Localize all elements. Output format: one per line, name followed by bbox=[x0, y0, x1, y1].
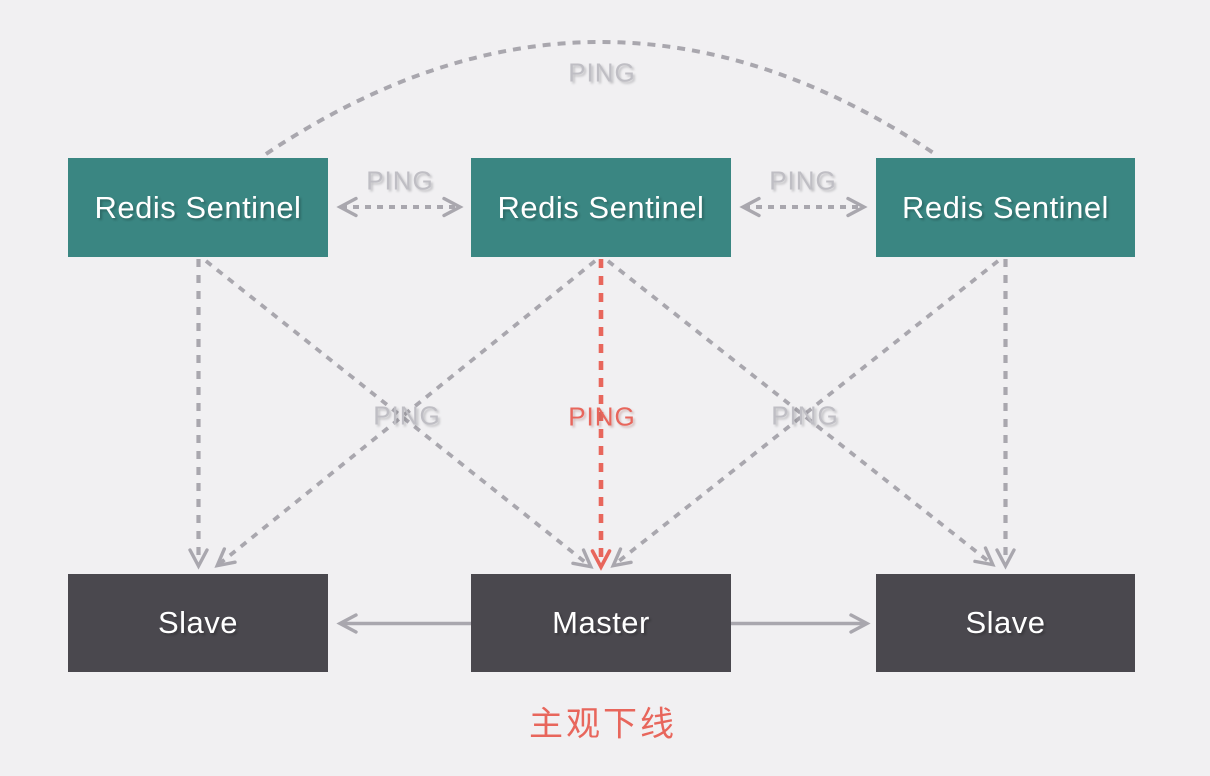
slave-box-1: Slave bbox=[68, 574, 328, 672]
ping-label-s1-s2: PING bbox=[366, 165, 434, 196]
sentinel-box-1: Redis Sentinel bbox=[68, 158, 328, 257]
sentinel-box-3-label: Redis Sentinel bbox=[902, 189, 1109, 225]
slave-box-2-label: Slave bbox=[965, 605, 1046, 640]
caption-subjective-offline: 主观下线 bbox=[529, 705, 677, 744]
sentinel1-master-ping-line bbox=[204, 259, 594, 569]
ping-label-diag-right: PING bbox=[771, 400, 839, 431]
ping-label-arc: PING bbox=[568, 57, 636, 88]
ping-label-s2-s3: PING bbox=[769, 165, 837, 196]
master-box-label: Master bbox=[552, 605, 650, 640]
sentinel-box-3: Redis Sentinel bbox=[876, 158, 1135, 257]
slave-box-1-label: Slave bbox=[157, 605, 239, 640]
sentinel-box-2: Redis Sentinel bbox=[471, 158, 731, 257]
slave-box-2: Slave bbox=[876, 574, 1135, 672]
ping-label-diag-left: PING bbox=[373, 400, 441, 431]
master-box: Master bbox=[471, 574, 731, 672]
sentinel1-sentinel3-ping-arc bbox=[264, 40, 937, 156]
sentinel2-slave1-ping-line bbox=[214, 259, 597, 568]
sentinel2-slave2-ping-line bbox=[606, 259, 996, 567]
sentinel-box-2-label: Redis Sentinel bbox=[497, 189, 705, 225]
sentinel-box-1-label: Redis Sentinel bbox=[94, 189, 302, 225]
sentinel3-master-ping-line bbox=[610, 259, 1000, 568]
ping-label-master-red: PING bbox=[568, 401, 636, 432]
